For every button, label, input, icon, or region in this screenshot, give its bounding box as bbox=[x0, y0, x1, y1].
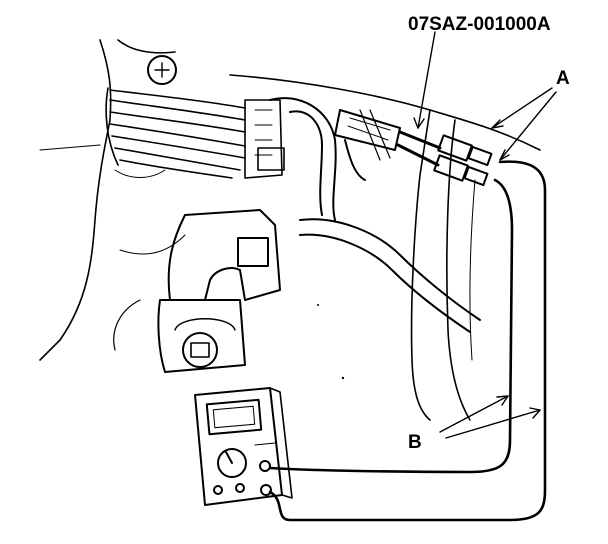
hose-loop bbox=[269, 97, 481, 333]
digital-multimeter-icon bbox=[194, 387, 293, 506]
callout-a-label: A bbox=[556, 68, 570, 89]
detail-specks bbox=[317, 304, 345, 380]
tool-code-label: 07SAZ-001000A bbox=[408, 14, 551, 35]
callout-b-leaders bbox=[439, 395, 541, 439]
floor-bracket bbox=[113, 209, 281, 373]
connector-with-probes bbox=[334, 109, 493, 187]
body-panel bbox=[39, 39, 541, 421]
callout-tool-code-leader bbox=[413, 31, 436, 129]
test-leads bbox=[268, 160, 547, 522]
bracket-bolt bbox=[182, 332, 218, 368]
mounting-bolt bbox=[147, 55, 177, 85]
callout-b-label: B bbox=[408, 432, 422, 453]
wire-harness bbox=[105, 87, 285, 179]
callout-a-leaders bbox=[491, 87, 557, 161]
